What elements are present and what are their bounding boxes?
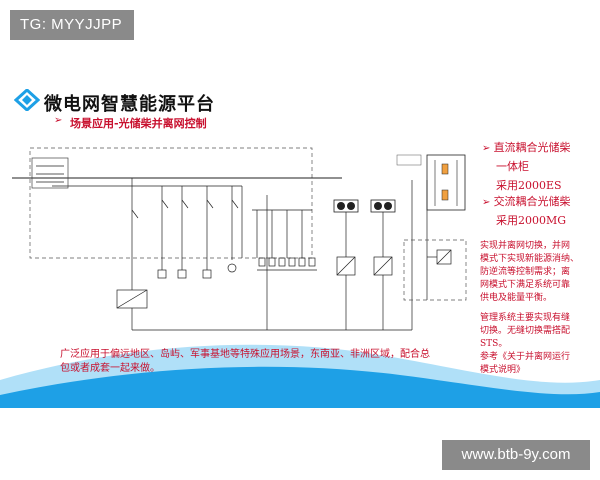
bullet-2-line2: 采用2000MG — [496, 214, 567, 227]
single-line-diagram — [12, 147, 467, 331]
description-paragraph-1: 实现并离网切换，并网 模式下实现新能源消纳、 防逆流等控制需求；离 网模式下满足… — [480, 240, 598, 305]
para2-line: STS。 — [480, 339, 508, 349]
para1-line: 模式下实现新能源消纳、 — [480, 254, 580, 264]
arrow-right-icon: ➢ — [54, 115, 63, 126]
bullet-1-line3: 采用2000ES — [496, 179, 562, 192]
para1-line: 实现并离网切换，并网 — [480, 241, 571, 251]
diamond-logo-icon — [14, 89, 40, 111]
slide: 微电网智慧能源平台 ➢ 场景应用-光储柴并离网控制 — [0, 70, 600, 408]
storage-cabinet-icon — [333, 199, 396, 213]
description-paragraph-2: 管理系统主要实现有缝 切换。无缝切换需搭配 STS。 参考《关于并离网运行 模式… — [480, 312, 598, 377]
bullet-2-line1: 交流耦合光储柴 — [493, 195, 571, 208]
page-subtitle: 场景应用-光储柴并离网控制 — [70, 117, 207, 130]
bullet-marker: ➢ — [482, 143, 494, 154]
para1-line: 供电及能量平衡。 — [480, 293, 553, 303]
para1-line: 防逆流等控制需求；离 — [480, 267, 571, 277]
bullet-group-2: ➢ 交流耦合光储柴 采用2000MG — [482, 190, 597, 228]
bullet-1-line1: 直流耦合光储柴 — [493, 141, 571, 154]
watermark-top: TG: MYYJJPP — [10, 10, 134, 40]
para1-line: 网模式下满足系统可靠 — [480, 280, 571, 290]
bullet-group-1: ➢ 直流耦合光储柴 一体柜 采用2000ES — [482, 136, 597, 193]
page-title: 微电网智慧能源平台 — [44, 94, 215, 115]
para2-line: 切换。无缝切换需搭配 — [480, 326, 571, 336]
bullet-marker: ➢ — [482, 197, 494, 208]
para2-line: 管理系统主要实现有缝 — [480, 313, 571, 323]
para2-line: 模式说明》 — [480, 365, 526, 375]
bottom-note: 广泛应用于偏远地区、岛屿、军事基地等特殊应用场景，东南亚、非洲区域，配合总包或者… — [60, 349, 430, 374]
para2-line: 参考《关于并离网运行 — [480, 352, 571, 362]
watermark-bottom: www.btb-9y.com — [442, 440, 590, 470]
bullet-1-line2: 一体柜 — [496, 160, 529, 173]
wave-decoration — [0, 344, 600, 408]
